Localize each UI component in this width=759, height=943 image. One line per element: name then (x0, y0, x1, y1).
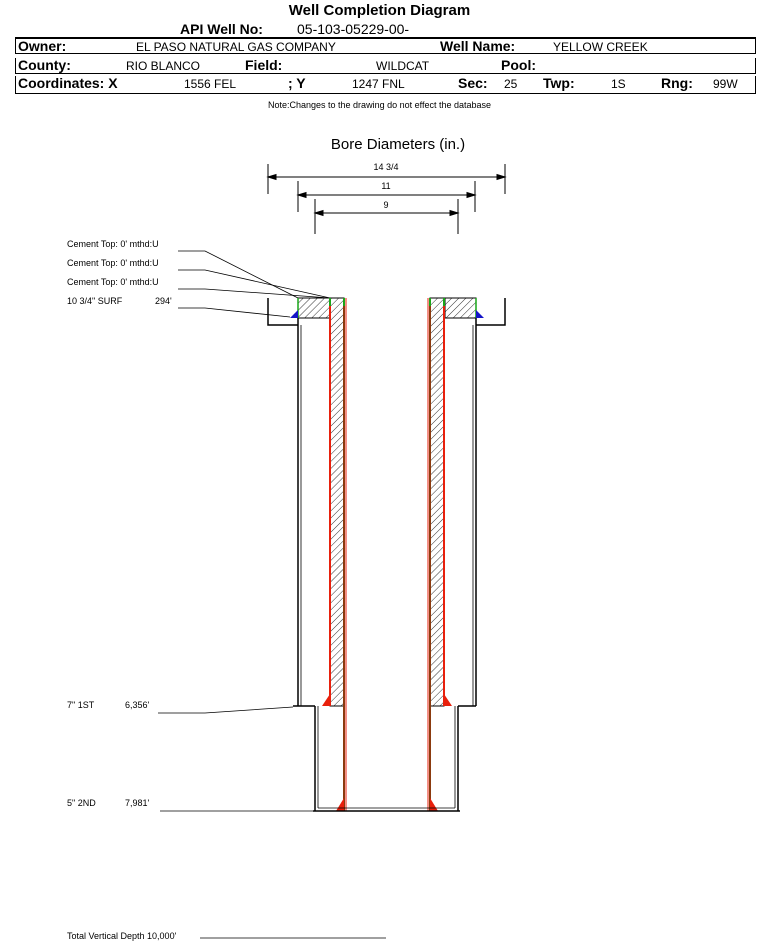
api-value: 05-103-05229-00- (297, 21, 410, 37)
production-casing (336, 298, 438, 811)
intermediate-hole (293, 318, 477, 707)
casing-label-1st: 7" 1ST (67, 700, 95, 710)
county-label: County: (18, 57, 71, 73)
shoe-2nd-left (336, 798, 344, 811)
sec-value: 25 (504, 77, 518, 91)
shoe-surf-right (476, 310, 484, 318)
twp-value: 1S (611, 77, 626, 91)
cement-top-label-2: Cement Top: 0' mthd:U (67, 258, 159, 268)
coord-y-label: ; Y (288, 75, 306, 91)
coord-y-value: 1247 FNL (352, 77, 405, 91)
casing-depth-1st: 6,356' (125, 700, 150, 710)
coord-x-label: Coordinates: X (18, 75, 118, 91)
shoe-surf-left (290, 310, 298, 318)
casing-depth-2nd: 7,981' (125, 798, 150, 808)
twp-label: Twp: (543, 75, 575, 91)
cement-top-label-1: Cement Top: 0' mthd:U (67, 239, 159, 249)
owner-value: EL PASO NATURAL GAS COMPANY (136, 40, 336, 54)
api-row: API Well No: 05-103-05229-00- (15, 21, 756, 38)
wellname-label: Well Name: (440, 38, 516, 54)
casing-label-2nd: 5" 2ND (67, 798, 96, 808)
field-value: WILDCAT (376, 59, 430, 73)
database-note: Note:Changes to the drawing do not effec… (268, 100, 491, 110)
bore-label-14-3-4: 14 3/4 (373, 162, 398, 172)
bore-title: Bore Diameters (in.) (331, 136, 465, 153)
owner-row: Owner: EL PASO NATURAL GAS COMPANY Well … (15, 38, 756, 54)
casing-label-surf: 10 3/4" SURF (67, 296, 123, 306)
production-hole (313, 706, 460, 812)
rng-label: Rng: (661, 75, 693, 91)
intermediate-casing (322, 297, 452, 707)
leader-surf (178, 307, 291, 318)
sec-label: Sec: (458, 75, 488, 91)
bore-dimension-lines (266, 164, 507, 234)
rng-value: 99W (713, 77, 738, 91)
tvd-label: Total Vertical Depth 10,000' (67, 931, 177, 941)
pool-label: Pool: (501, 57, 536, 73)
shoe-1st-right (444, 694, 452, 706)
shoe-1st-left (322, 694, 330, 706)
api-label: API Well No: (180, 21, 263, 37)
field-label: Field: (245, 57, 283, 73)
leader-1st (158, 706, 294, 714)
shoe-2nd-right (430, 798, 438, 811)
wellname-value: YELLOW CREEK (553, 40, 648, 54)
owner-label: Owner: (18, 38, 67, 54)
coord-x-value: 1556 FEL (184, 77, 237, 91)
cement-top-label-3: Cement Top: 0' mthd:U (67, 277, 159, 287)
coordinates-row: Coordinates: X 1556 FEL ; Y 1247 FNL Sec… (15, 75, 756, 94)
bore-label-9: 9 (383, 200, 388, 210)
cement-top-leaders (178, 250, 331, 299)
casing-depth-surf: 294' (155, 296, 172, 306)
bore-label-11: 11 (381, 181, 390, 191)
surface-casing (267, 297, 506, 326)
county-row: County: RIO BLANCO Field: WILDCAT Pool: (15, 57, 756, 74)
county-value: RIO BLANCO (126, 59, 201, 73)
diagram-title: Well Completion Diagram (288, 2, 471, 19)
